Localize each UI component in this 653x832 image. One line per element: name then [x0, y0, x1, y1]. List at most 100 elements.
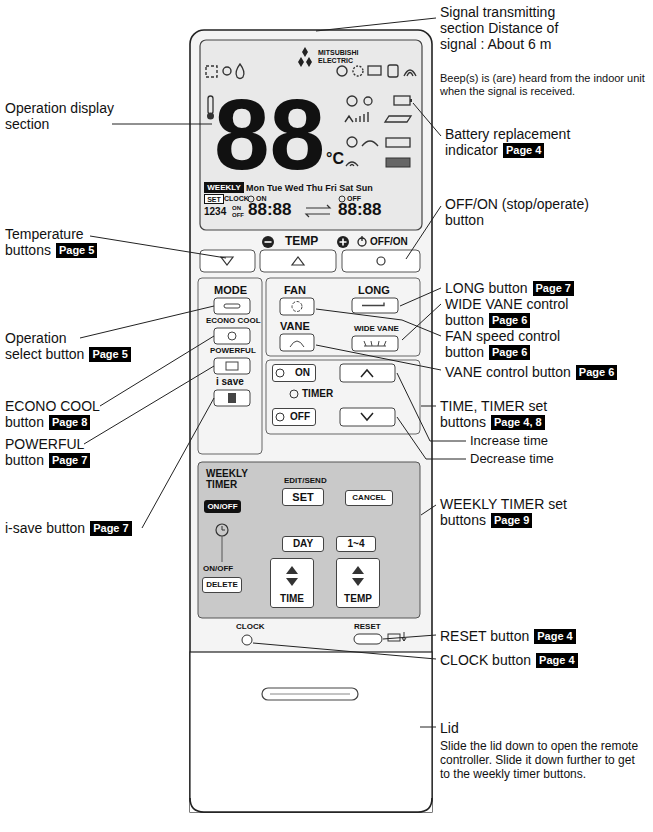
leader-line — [316, 345, 441, 370]
leader-line — [253, 643, 436, 659]
printed-marking: TEMP — [285, 235, 318, 249]
remote-part — [198, 462, 420, 618]
remote-part — [292, 302, 302, 312]
remote-button: SET — [282, 488, 324, 506]
printed-marking: CLOCK — [236, 622, 264, 631]
remote-part — [262, 236, 274, 248]
remote-part — [354, 634, 382, 644]
callout-text: Operation display section — [5, 100, 115, 132]
node-text: WEEKLY — [207, 184, 241, 192]
remote-part — [272, 364, 316, 382]
remote-part — [190, 652, 432, 812]
remote-part — [221, 257, 233, 265]
node-text: DELETE — [206, 581, 238, 589]
printed-marking: 88:88 — [248, 201, 291, 218]
printed-marking: °C — [326, 150, 344, 168]
printed-marking: ON — [232, 205, 241, 211]
remote-part — [388, 65, 398, 77]
remote-part — [352, 298, 398, 313]
remote-part — [200, 40, 422, 230]
remote-part — [352, 566, 364, 586]
remote-part — [386, 158, 410, 167]
remote-part — [190, 798, 432, 812]
remote-part — [206, 66, 217, 77]
remote-part — [340, 364, 395, 382]
remote-button: DAY — [282, 536, 324, 552]
node-text: Page 4 — [506, 144, 541, 157]
node-text: TEMP — [344, 594, 372, 604]
remote-part — [340, 408, 395, 426]
callout-text: Slide the lid down to open the remote co… — [440, 740, 645, 781]
page-reference-badge: Page 4, 8 — [491, 415, 545, 430]
printed-marking: EDIT/SEND — [284, 476, 327, 485]
printed-marking: ECONO COOL — [206, 316, 261, 325]
leader-line — [383, 635, 436, 639]
page-reference-badge: Page 6 — [489, 345, 530, 360]
remote-part — [345, 112, 368, 122]
printed-marking: Mon Tue Wed Thu Fri Sat Sun — [246, 183, 373, 193]
node-text: 1~4 — [348, 539, 365, 549]
printed-marking: TIMER — [302, 388, 333, 400]
remote-part — [353, 66, 363, 76]
node-text: Page 4 — [537, 630, 572, 643]
remote-part — [190, 800, 432, 812]
remote-part — [377, 257, 385, 265]
remote-part — [404, 70, 416, 76]
printed-marking: 88:88 — [338, 201, 381, 218]
page-reference-badge: Page 5 — [89, 347, 130, 362]
remote-part — [216, 524, 228, 536]
remote-part — [260, 250, 336, 272]
remote-part — [410, 99, 412, 102]
remote-part — [290, 390, 298, 398]
printed-marking: OFF — [232, 212, 244, 218]
printed-marking: i save — [216, 376, 244, 388]
remote-part — [272, 408, 316, 426]
remote-button: ON/OFF — [204, 500, 241, 513]
node-text: ON/OFF — [207, 503, 237, 511]
leader-line — [421, 505, 436, 515]
remote-part — [214, 298, 250, 314]
node-text: Page 6 — [579, 366, 614, 379]
remote-button: ON — [272, 364, 316, 382]
page-reference-badge: Page 7 — [90, 521, 131, 536]
remote-part — [364, 341, 386, 346]
node-text: Page 9 — [494, 514, 529, 527]
remote-part — [290, 341, 304, 347]
temperature-buttons — [200, 236, 420, 272]
remote-part — [368, 66, 381, 75]
remote-part — [190, 30, 432, 812]
page-reference-badge: Page 6 — [576, 365, 617, 380]
leader-line — [80, 306, 214, 338]
callout-text: RESET button — [440, 628, 529, 644]
remote-part — [280, 298, 314, 315]
node-text: Page 5 — [92, 348, 127, 361]
leader-lines — [80, 18, 466, 727]
printed-marking: ON/OFF — [203, 564, 233, 573]
leader-line — [413, 103, 441, 136]
page-reference-badge: Page 4 — [503, 143, 544, 158]
remote-part — [385, 116, 411, 122]
remote-part — [337, 236, 349, 248]
remote-button: 1~4 — [336, 536, 376, 552]
remote-part — [236, 64, 244, 79]
remote-part — [214, 328, 250, 344]
remote-part — [342, 250, 420, 272]
remote-part — [361, 370, 373, 377]
node-text: Page 6 — [492, 314, 527, 327]
printed-marking: VANE — [280, 320, 310, 333]
node-text: Page 8 — [52, 416, 87, 429]
printed-marking: MITSUBISHI ELECTRIC — [318, 49, 363, 64]
callout-text: Operation select button — [5, 330, 100, 362]
clock-reset-buttons — [242, 632, 406, 645]
remote-part — [224, 304, 240, 308]
button-panels — [198, 278, 420, 454]
node-text: OFF — [290, 412, 310, 422]
node-text: TIME — [280, 594, 304, 604]
node-text: Page 7 — [536, 282, 571, 295]
remote-part — [361, 236, 362, 241]
weekly-timer-panel — [198, 462, 420, 618]
page-reference-badge: Page 9 — [491, 513, 532, 528]
remote-part — [302, 47, 308, 57]
